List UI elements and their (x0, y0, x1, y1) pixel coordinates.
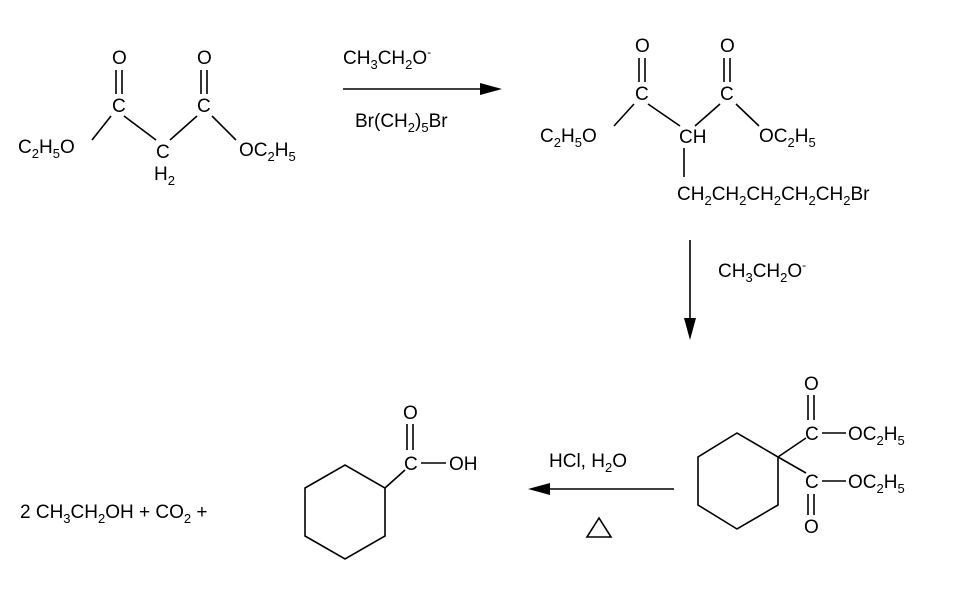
reactant-carbonyl-c-right: C (197, 96, 211, 117)
reactant-right-ethoxy: OC2H5 (239, 140, 296, 164)
product-acid-oh: OH (449, 454, 478, 475)
step1-arrowhead (480, 83, 502, 95)
cyclic-diester-ring (697, 432, 779, 530)
reactant-carbonyl-o-left: O (112, 48, 127, 69)
intermediate-bond-o-c-left (613, 103, 635, 127)
cyclic-diester-bond-ring-c-bottom (777, 456, 807, 474)
product-acid-o: O (403, 403, 418, 424)
step1-reagent-bottom: Br(CH2)5Br (355, 111, 448, 135)
product-byproducts: 2 CH3CH2OH + CO2 + (20, 502, 207, 526)
cyclic-diester-carbonyl-o-top: O (804, 374, 819, 395)
step2-arrowhead (684, 318, 696, 340)
cyclic-diester-ester-bottom: OC2H5 (848, 472, 905, 496)
heat-triangle-icon (585, 516, 613, 538)
reactant-methylene-h2: H2 (154, 164, 175, 188)
cyclic-diester-ester-top: OC2H5 (848, 424, 905, 448)
intermediate-bond-c-ch-left (647, 103, 681, 127)
reactant-bond-c-o-right (211, 115, 237, 141)
intermediate-bond-ch-c-right (694, 103, 721, 127)
intermediate-carbonyl-c-right: C (720, 84, 734, 105)
cyclic-diester-carbonyl-o-bottom: O (804, 517, 819, 538)
reactant-bond-c-ch2-left (123, 115, 157, 141)
step3-arrowhead (528, 483, 550, 495)
intermediate-carbonyl-c-left: C (635, 84, 649, 105)
product-ring (304, 464, 386, 560)
intermediate-carbonyl-o-left: O (635, 36, 650, 57)
cyclic-diester-bond-ring-c-top (777, 437, 807, 458)
step1-reagent-top: CH3CH2O- (343, 45, 431, 72)
intermediate-center-ch: CH (679, 127, 706, 148)
reactant-bond-o-c-left (91, 115, 112, 141)
reactant-bond-ch2-c-right (169, 115, 198, 141)
reactant-carbonyl-c-left: C (112, 96, 126, 117)
product-acid: 2 CH3CH2OH + CO2 + C O OH (20, 403, 478, 560)
reactant-methylene-c: C (156, 142, 170, 163)
step3-reagent: HCl, H2O (549, 451, 627, 475)
intermediate-bond-c-o-right (735, 103, 760, 127)
product-bond-ring-c (384, 469, 406, 489)
reactant-diethyl-malonate: C2H5O OC2H5 O C C H2 C O (18, 48, 296, 188)
reactant-carbonyl-o-right: O (197, 48, 212, 69)
cyclic-diester-carbonyl-c-top: C (805, 424, 819, 445)
intermediate-carbonyl-o-right: O (720, 36, 735, 57)
step2: CH3CH2O- (684, 240, 806, 340)
step3: HCl, H2O (528, 451, 674, 538)
step2-reagent: CH3CH2O- (718, 258, 806, 285)
intermediate-chain: CH2CH2CH2CH2CH2Br (677, 184, 870, 208)
intermediate-left-ethoxy: C2H5O (540, 126, 597, 150)
step1: CH3CH2O- Br(CH2)5Br (343, 45, 502, 135)
cyclic-diester-carbonyl-c-bottom: C (805, 472, 819, 493)
intermediate-right-ethoxy: OC2H5 (759, 126, 816, 150)
cyclic-diester: C O OC2H5 C OC2H5 O (697, 374, 905, 538)
product-acid-c: C (404, 454, 418, 475)
intermediate-alkylated-malonate: C2H5O OC2H5 O C CH C O CH2CH2CH2CH2CH2Br (540, 36, 870, 208)
reactant-left-ethoxy: C2H5O (18, 137, 75, 161)
